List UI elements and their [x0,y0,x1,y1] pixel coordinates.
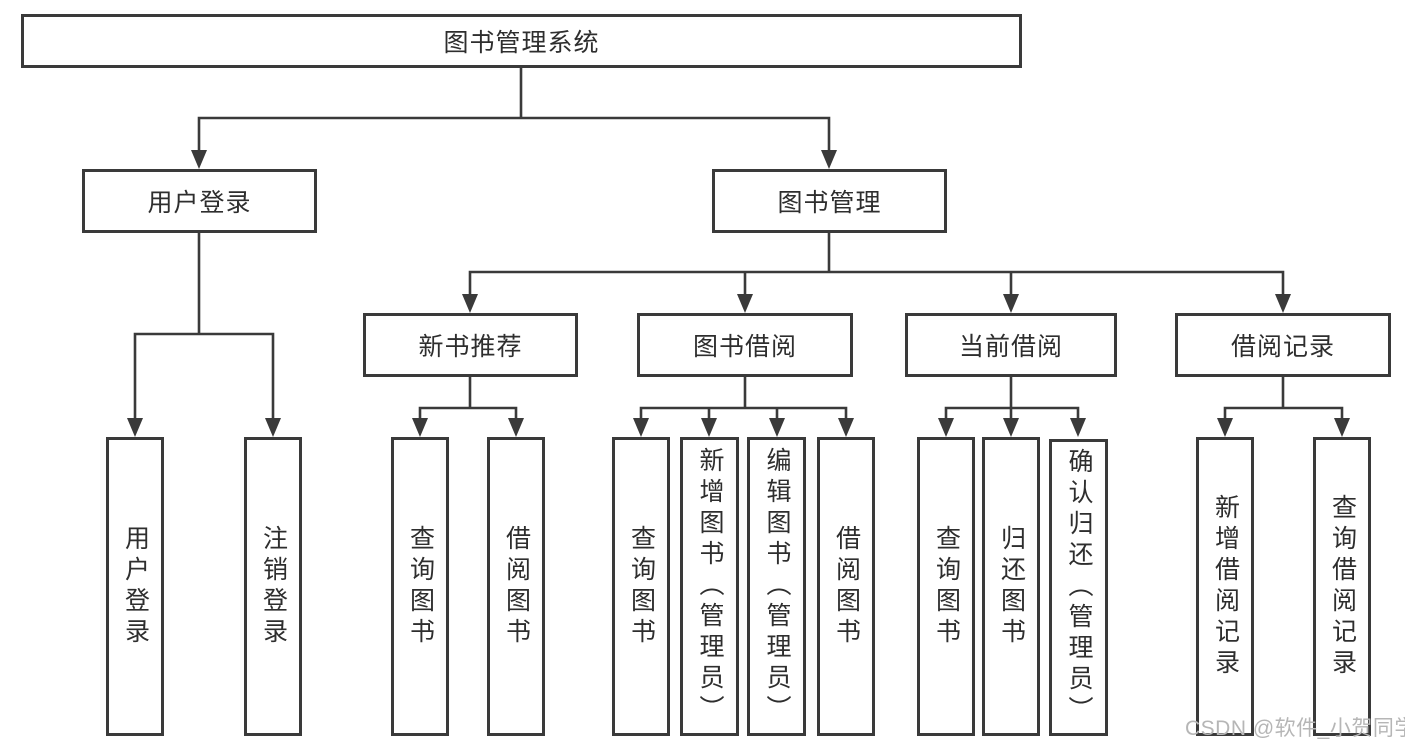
node-root: 图书管理系统 [21,14,1022,68]
node-current-borrowing-label: 当前借阅 [958,333,1063,361]
node-book-borrowing-label: 图书借阅 [692,333,797,361]
leaf-query-book-borrowing: 查询图书 [612,437,670,736]
leaf-query-borrow-record-label: 查询借阅记录 [1328,493,1357,680]
node-new-book-recommend-label: 新书推荐 [418,333,523,361]
leaf-confirm-return-admin-label: 确认归还（管理员） [1065,448,1093,727]
leaf-query-book-borrowing-label: 查询图书 [627,524,656,649]
leaf-borrow-book-borrowing-label: 借阅图书 [832,524,861,649]
leaf-edit-book-admin: 编辑图书（管理员） [747,437,806,736]
leaf-query-book-current-label: 查询图书 [932,524,961,649]
leaf-query-book-recommend: 查询图书 [391,437,449,736]
csdn-watermark: CSDN @软件_小贺同学 [1185,717,1405,740]
leaf-user-login-label: 用户登录 [121,524,150,649]
node-borrowing-records: 借阅记录 [1175,313,1391,377]
node-book-management: 图书管理 [712,169,947,233]
leaf-logout: 注销登录 [244,437,302,736]
node-book-borrowing: 图书借阅 [637,313,853,377]
node-user-login-label: 用户登录 [147,189,252,217]
leaf-query-book-current: 查询图书 [917,437,975,736]
node-new-book-recommend: 新书推荐 [363,313,578,377]
leaf-borrow-book-recommend-label: 借阅图书 [502,524,531,649]
leaf-user-login: 用户登录 [106,437,164,736]
leaf-add-borrow-record: 新增借阅记录 [1196,437,1254,736]
node-book-management-label: 图书管理 [777,189,882,217]
leaf-edit-book-admin-label: 编辑图书（管理员） [763,447,791,726]
leaf-add-book-admin-label: 新增图书（管理员） [696,447,724,726]
node-user-login: 用户登录 [82,169,317,233]
node-root-label: 图书管理系统 [443,29,600,57]
leaf-confirm-return-admin: 确认归还（管理员） [1049,439,1108,736]
leaf-borrow-book-borrowing: 借阅图书 [817,437,875,736]
node-borrowing-records-label: 借阅记录 [1230,333,1335,361]
leaf-logout-label: 注销登录 [259,524,288,649]
leaf-return-book: 归还图书 [982,437,1040,736]
leaf-return-book-label: 归还图书 [997,524,1026,649]
leaf-query-book-recommend-label: 查询图书 [406,524,435,649]
node-current-borrowing: 当前借阅 [905,313,1117,377]
leaf-add-book-admin: 新增图书（管理员） [680,437,739,736]
leaf-add-borrow-record-label: 新增借阅记录 [1211,493,1240,680]
leaf-borrow-book-recommend: 借阅图书 [487,437,545,736]
leaf-query-borrow-record: 查询借阅记录 [1313,437,1371,736]
